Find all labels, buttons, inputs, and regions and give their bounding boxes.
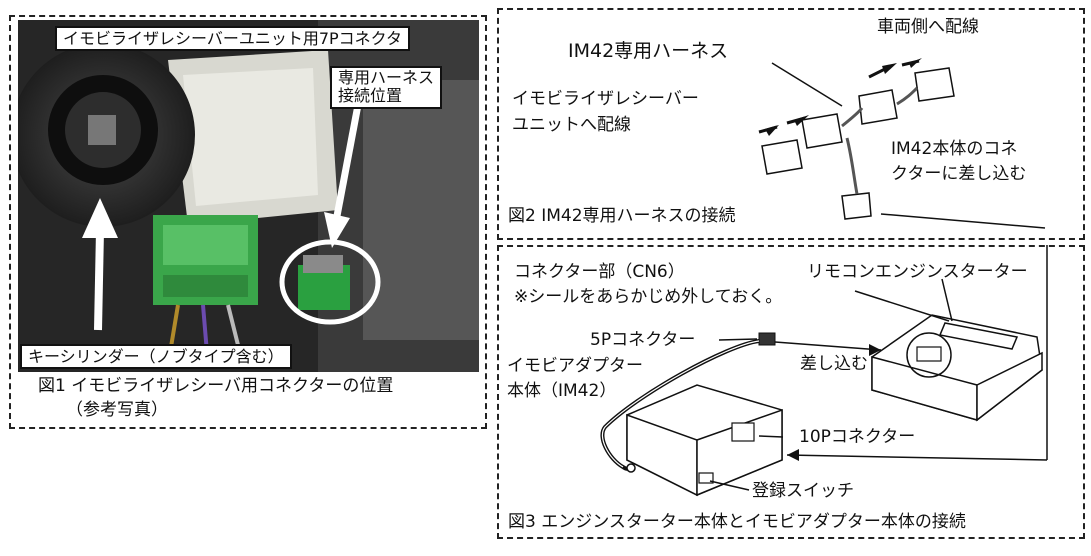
figure-2-panel: [497, 8, 1085, 240]
figure-1-caption: 図1 イモビライザレシーバ用コネクターの位置: [38, 376, 394, 396]
key-cylinder-label: キーシリンダー（ノブタイプ含む）: [20, 344, 292, 370]
figure-1-panel: [9, 15, 487, 429]
harness-position-label: 専用ハーネス 接続位置: [330, 66, 443, 109]
receiver-unit-line2: ユニットへ配線: [512, 115, 631, 135]
figure-2-caption: 図2 IM42専用ハーネスの接続: [508, 206, 736, 226]
connector-5p-label: 5Pコネクター: [590, 330, 696, 350]
vehicle-side-label: 車両側へ配線: [877, 17, 979, 37]
figure-3-panel: [497, 245, 1085, 539]
registration-switch-label: 登録スイッチ: [752, 481, 854, 501]
plug-in-line2: クターに差し込む: [891, 164, 1027, 184]
figure-1-caption-note: （参考写真）: [66, 400, 168, 420]
harness-position-line1: 専用ハーネス: [338, 68, 435, 87]
remote-starter-label: リモコンエンジンスターター: [807, 262, 1028, 282]
figure-1-photo: [18, 20, 479, 372]
receiver-unit-line1: イモビライザレシーバー: [512, 89, 699, 109]
immobilizer-connector-label: イモビライザレシーバーユニット用7Pコネクタ: [55, 26, 411, 52]
figure-3-caption: 図3 エンジンスターター本体とイモビアダプター本体の接続: [508, 512, 966, 532]
adapter-label-line1: イモビアダプター: [507, 356, 643, 376]
remove-seal-note: ※シールをあらかじめ外しておく。: [514, 287, 783, 307]
harness-name-label: IM42専用ハーネス: [568, 40, 729, 62]
photo-illustration: [18, 20, 479, 372]
insert-label: 差し込む: [800, 354, 868, 374]
adapter-label-line2: 本体（IM42）: [507, 381, 617, 401]
connector-part-label: コネクター部（CN6）: [514, 262, 685, 282]
plug-in-line1: IM42本体のコネ: [891, 139, 1018, 159]
harness-position-line2: 接続位置: [338, 86, 403, 106]
connection-diagram: [600, 245, 1048, 497]
harness-position-circle: [279, 239, 381, 325]
harness-diagram: [758, 58, 1046, 229]
connector-10p-label: 10Pコネクター: [799, 427, 916, 447]
